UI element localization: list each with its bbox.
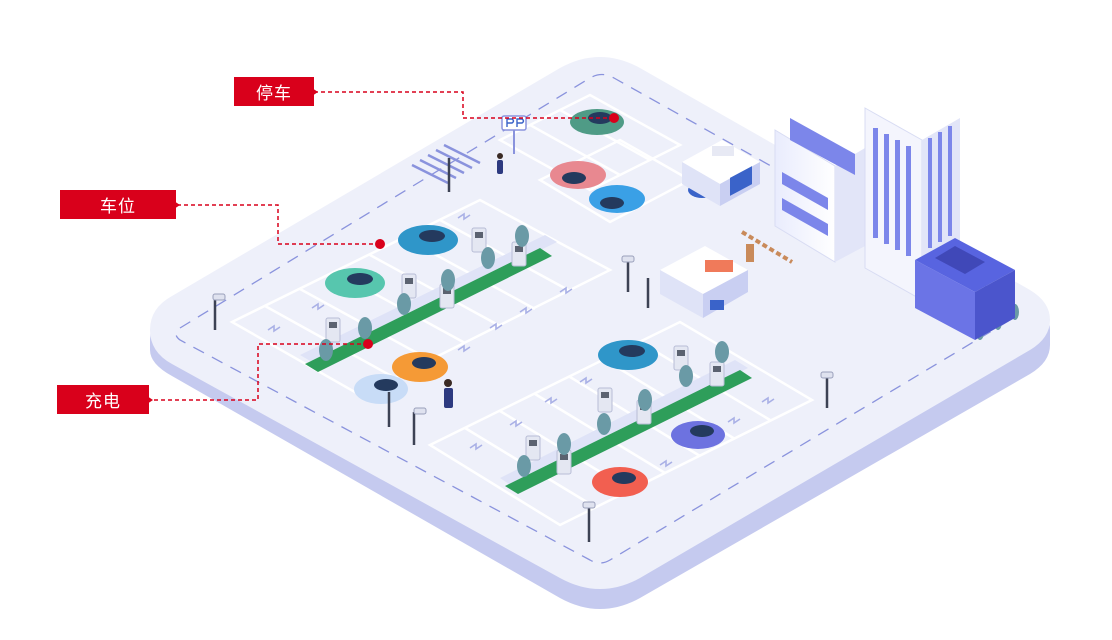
callout-space-label: 车位 (60, 190, 176, 219)
cars (325, 109, 725, 497)
leader-line-charging (141, 343, 368, 407)
callout-parking-label: 停车 (234, 77, 314, 106)
lamp-posts (213, 158, 829, 542)
car-red (592, 467, 648, 497)
charging-symbols (267, 212, 775, 468)
car-blue-right (598, 340, 658, 370)
office-buildings (774, 86, 1015, 340)
callout-charging-label: 充电 (57, 385, 149, 414)
dot-space (375, 239, 385, 249)
leader-line-parking (306, 85, 614, 119)
people (444, 153, 503, 408)
barrier-gate (740, 230, 794, 264)
car-blue-top (589, 185, 645, 213)
car-pink (550, 161, 606, 189)
dot-parking (609, 113, 619, 123)
booth-building-top (682, 140, 760, 206)
car-orange (392, 352, 448, 382)
road-dashed-border (175, 73, 1019, 564)
guard-booth (660, 246, 748, 318)
car-teal (325, 268, 385, 298)
car-blue-upper-left (398, 225, 458, 255)
parking-sign-icon (501, 115, 527, 154)
crosswalk (411, 143, 481, 185)
car-purple (671, 421, 725, 449)
leader-line-space (168, 198, 380, 245)
callout-leader-lines (141, 85, 614, 407)
car-light-blue (354, 374, 408, 404)
cameras (212, 255, 834, 509)
dot-charging (363, 339, 373, 349)
callout-dots (363, 113, 619, 349)
